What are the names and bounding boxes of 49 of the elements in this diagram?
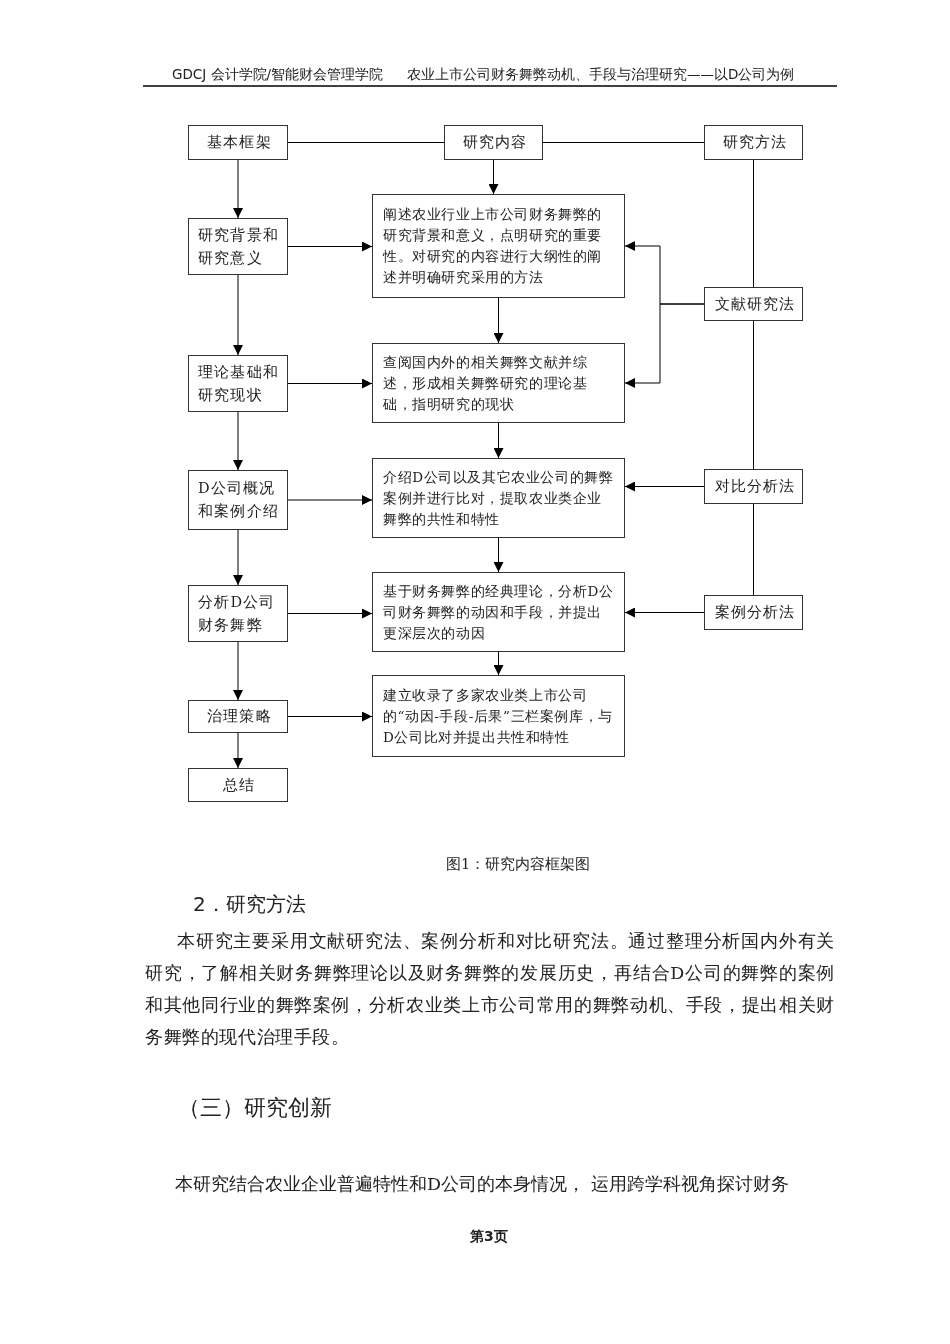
connector-line bbox=[542, 142, 705, 143]
arrow bbox=[233, 159, 243, 219]
arrow bbox=[287, 241, 373, 252]
arrow bbox=[287, 608, 373, 619]
connector-line bbox=[753, 503, 754, 596]
process-box: 介绍D公司以及其它农业公司的舞弊案例并进行比对，提取农业类企业舞弊的共性和特性 bbox=[372, 458, 625, 538]
figure-caption: 图1：研究内容框架图 bbox=[446, 855, 591, 874]
arrow bbox=[233, 529, 243, 586]
arrow bbox=[287, 711, 373, 722]
arrow bbox=[287, 495, 373, 505]
page-number: 第3页 bbox=[470, 1228, 508, 1246]
process-box: 查阅国内外的相关舞弊文献并综述，形成相关舞弊研究的理论基础，指明研究的现状 bbox=[372, 343, 625, 423]
process-box: 对比分析法 bbox=[704, 469, 803, 504]
arrow bbox=[233, 411, 243, 471]
header-text: 农业上市公司财务舞弊动机、手段与治理研究——以D公司为例 bbox=[407, 66, 795, 84]
section-heading: 2．研究方法 bbox=[193, 891, 306, 918]
process-box: 研究背景和研究意义 bbox=[188, 218, 288, 275]
arrow bbox=[233, 732, 243, 769]
arrow bbox=[624, 607, 705, 618]
process-box: D公司概况和案例介绍 bbox=[188, 470, 288, 530]
arrow bbox=[488, 159, 499, 195]
process-box: 分析D公司财务舞弊 bbox=[188, 585, 288, 642]
process-box: 基本框架 bbox=[188, 125, 288, 160]
process-box: 基于财务舞弊的经典理论，分析D公司财务舞弊的动因和手段，并提出更深层次的动因 bbox=[372, 572, 625, 652]
process-box: 总结 bbox=[188, 768, 288, 802]
arrow bbox=[233, 274, 243, 356]
header-text: GDCJ 会计学院/智能财会管理学院 bbox=[172, 66, 384, 84]
arrow bbox=[493, 651, 504, 676]
process-box: 研究方法 bbox=[704, 125, 803, 160]
arrow bbox=[493, 537, 504, 573]
arrow bbox=[624, 303, 705, 388]
connector-line bbox=[753, 320, 754, 470]
arrow bbox=[624, 481, 705, 492]
body-paragraph: 本研究结合农业企业普遍特性和D公司的本身情况， 运用跨学科视角探讨财务 bbox=[175, 1173, 789, 1196]
process-box: 案例分析法 bbox=[704, 595, 803, 630]
section-heading: （三）研究创新 bbox=[178, 1094, 332, 1122]
connector-line bbox=[753, 159, 754, 288]
arrow bbox=[233, 641, 243, 701]
process-box: 治理策略 bbox=[188, 700, 288, 733]
process-box: 文献研究法 bbox=[704, 287, 803, 321]
process-box: 阐述农业行业上市公司财务舞弊的研究背景和意义，点明研究的重要性。对研究的内容进行大纲性的阐述并明确研究采用的方法 bbox=[372, 194, 625, 298]
arrow bbox=[493, 422, 504, 459]
process-box: 建立收录了多家农业类上市公司的“动因-手段-后果”三栏案例库，与D公司比对并提出共性和特性 bbox=[372, 675, 625, 757]
arrow bbox=[493, 297, 504, 344]
process-box: 研究内容 bbox=[444, 125, 543, 160]
process-box: 理论基础和研究现状 bbox=[188, 355, 288, 412]
body-paragraph: 本研究主要采用文献研究法、案例分析和对比研究法。通过整理分析国内外有关研究，了解相关财务舞弊理论以及财务舞弊的发展历史，再结合D公司的舞弊的案例和其他同行业的舞弊案例，分析农业类上市公司常用的舞弊动机、手段，提出相关财务舞弊的现代治理手段。 bbox=[145, 930, 835, 1049]
arrow bbox=[287, 378, 373, 389]
connector-line bbox=[287, 142, 445, 143]
